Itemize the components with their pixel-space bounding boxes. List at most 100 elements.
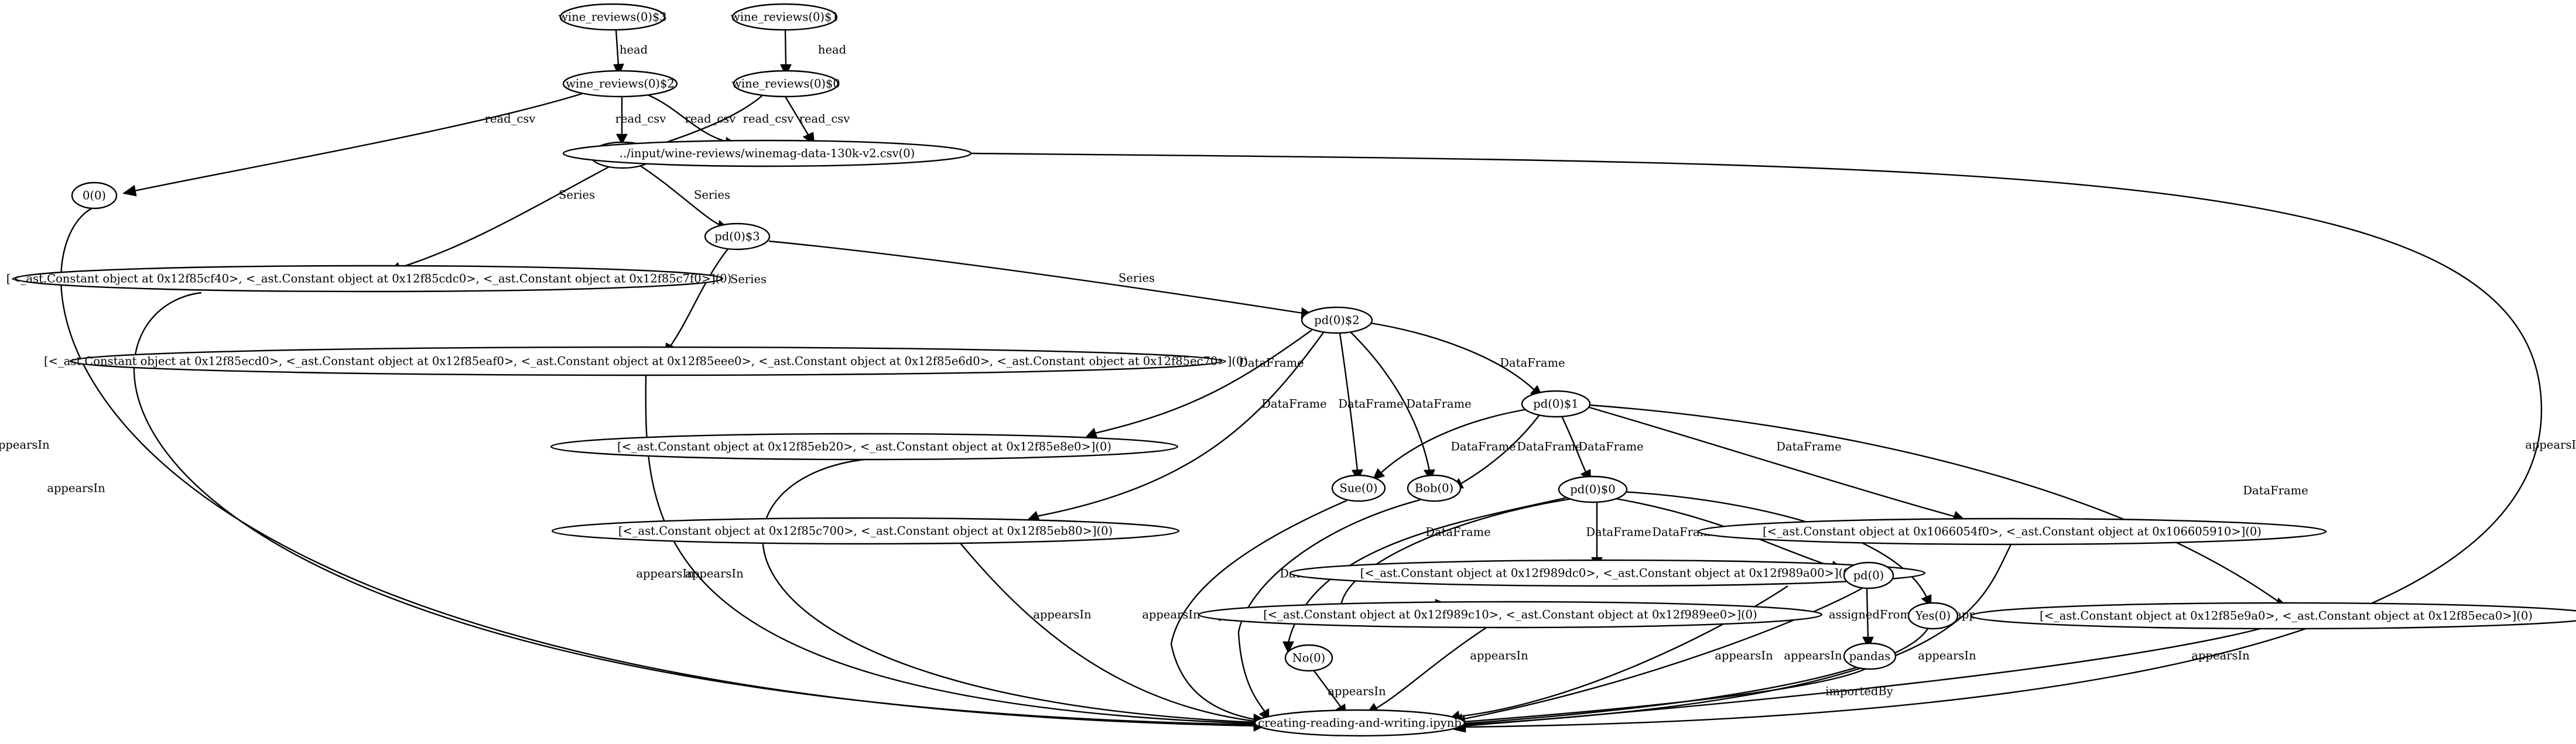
node-wr0[interactable]: wine_reviews(0)$0 xyxy=(731,70,840,98)
edge-line xyxy=(1350,331,1431,471)
edge-label-head: head xyxy=(620,43,648,57)
node-shape xyxy=(1407,474,1462,502)
node-label: pd(0)$2 xyxy=(1314,314,1359,327)
node-list6[interactable]: [<_ast.Constant object at 0x12f85ecd0>, … xyxy=(44,346,1248,376)
edge-label-series: Series xyxy=(1118,272,1155,285)
edge-pd1-to-listC: DataFrame xyxy=(1589,406,1966,523)
node-label: wine_reviews(0)$1 xyxy=(730,11,839,24)
edge-line xyxy=(1561,416,1587,472)
node-shape xyxy=(1843,561,1894,589)
edge-listF-to-nb: appearsIn xyxy=(1453,628,2261,732)
node-wr1[interactable]: wine_reviews(0)$1 xyxy=(730,3,839,31)
arrowhead xyxy=(613,63,624,77)
edge-line xyxy=(1463,544,2012,726)
edge-label-read-csv: read_csv xyxy=(799,112,850,126)
edge-pd2-to-pd1: DataFrame xyxy=(1370,322,1565,397)
node-pd2[interactable]: pd(0)$2 xyxy=(1301,306,1373,334)
edge-line xyxy=(1313,670,1342,708)
edge-label-appearsin: appearsIn xyxy=(685,567,744,581)
edge-line xyxy=(639,164,722,227)
edge-label-read-csv: read_csv xyxy=(485,112,536,126)
node-wr3[interactable]: wine_reviews(0)$3 xyxy=(558,3,667,31)
node-label: pd(0)$0 xyxy=(1570,483,1615,496)
node-listF[interactable]: [<_ast.Constant object at 0x12f85e9a0>, … xyxy=(1970,602,2576,630)
node-pd0[interactable]: pd(0)$0 xyxy=(1558,475,1628,503)
node-nb[interactable]: creating-reading-and-writing.ipynb xyxy=(1254,709,1466,737)
node-shape xyxy=(1301,306,1373,334)
node-label: pandas xyxy=(1849,650,1891,663)
edge-pd0-to-listE: DataFrame xyxy=(1340,498,1573,611)
edge-line xyxy=(134,92,583,192)
node-label: [<_ast.Constant object at 0x12f85c700>, … xyxy=(618,524,1113,538)
node-yes[interactable]: Yes(0) xyxy=(1907,602,1959,630)
node-listB[interactable]: [<_ast.Constant object at 0x12f85c700>, … xyxy=(551,517,1180,545)
edge-pd2-to-listB: DataFrame xyxy=(1027,332,1327,522)
edge-line xyxy=(1370,322,1535,390)
nodes-layer: wine_reviews(0)$3 wine_reviews(0)$1 wine_r… xyxy=(6,3,2576,737)
node-shape xyxy=(1289,559,1926,587)
edge-label-appearsin: appearsIn xyxy=(2525,438,2576,452)
edge-label-head: head xyxy=(818,43,846,57)
edge-line xyxy=(1339,332,1359,471)
edge-line xyxy=(1376,626,1488,709)
node-pd[interactable]: pd(0) xyxy=(1843,561,1894,589)
node-listE[interactable]: [<_ast.Constant object at 0x12f989c10>, … xyxy=(1198,601,1823,629)
node-label: 0(0) xyxy=(83,189,106,203)
edge-line xyxy=(1589,406,1956,518)
node-list3[interactable]: [<_ast.Constant object at 0x12f85cf40>, … xyxy=(6,265,731,293)
node-pandas[interactable]: pandas xyxy=(1843,642,1897,670)
edge-line xyxy=(647,94,730,143)
edge-line xyxy=(768,240,1304,314)
arrowhead xyxy=(122,184,137,197)
edge-label-appearsin: appearsIn xyxy=(2191,649,2250,663)
edge-line xyxy=(784,96,809,135)
edge-pd3-to-list6: Series xyxy=(665,248,767,355)
node-shape xyxy=(1558,475,1628,503)
node-csv[interactable]: ../input/wine-reviews/winemag-data-130k-… xyxy=(562,139,972,167)
node-shape xyxy=(1697,517,2327,546)
edge-label-appearsin: appearsIn xyxy=(1142,608,1200,622)
edge-label-dataframe: DataFrame xyxy=(1586,526,1651,539)
edge-line xyxy=(1589,404,2281,604)
node-pd1[interactable]: pd(0)$1 xyxy=(1521,390,1591,418)
edge-line xyxy=(960,543,1255,722)
edge-line xyxy=(1463,628,2261,727)
edge-label-appearsin: appearsIn xyxy=(47,482,105,495)
node-label: Bob(0) xyxy=(1415,482,1453,495)
edge-label-appearsin: appearsIn xyxy=(1470,649,1528,663)
node-listA[interactable]: [<_ast.Constant object at 0x12f85eb20>, … xyxy=(550,433,1179,461)
edge-pd3-to-pd2: Series xyxy=(768,240,1314,319)
edge-label-dataframe: DataFrame xyxy=(1338,397,1403,411)
edge-wr2-to-zero: read_csv xyxy=(122,92,583,197)
edge-line xyxy=(398,166,610,269)
edge-label-dataframe: DataFrame xyxy=(1406,397,1471,411)
node-shape xyxy=(1843,642,1897,670)
node-pd3[interactable]: pd(0)$3 xyxy=(704,222,771,251)
edge-line xyxy=(60,206,1255,727)
node-label: wine_reviews(0)$3 xyxy=(558,11,667,24)
edge-wr1-to-wr0: head xyxy=(780,29,846,77)
edge-line xyxy=(1463,628,1929,725)
node-label: wine_reviews(0)$0 xyxy=(731,77,840,91)
edge-label-dataframe: DataFrame xyxy=(1425,526,1490,539)
edge-pd0-to-yes: DataFrame xyxy=(1621,491,1932,607)
edge-csv-to-nb: appearsIn xyxy=(970,152,2576,733)
node-sue[interactable]: Sue(0) xyxy=(1331,474,1386,502)
node-label: wine_reviews(0)$2 xyxy=(566,77,675,91)
node-bob[interactable]: Bob(0) xyxy=(1407,474,1462,502)
node-listC[interactable]: [<_ast.Constant object at 0x1066054f0>, … xyxy=(1697,517,2327,546)
edge-line xyxy=(1170,499,1347,721)
edge-label-series: Series xyxy=(559,188,595,202)
node-wr2[interactable]: wine_reviews(0)$2 xyxy=(562,70,678,98)
edge-wr2-to-pd4: read_csv xyxy=(615,97,666,145)
node-shape xyxy=(71,181,118,210)
node-zero[interactable]: 0(0) xyxy=(71,181,118,210)
edge-line xyxy=(133,292,1255,726)
edge-label-appearsin: appearsIn xyxy=(1715,649,1773,663)
node-label: [<_ast.Constant object at 0x12f85cf40>, … xyxy=(6,272,731,286)
edge-label-dataframe: DataFrame xyxy=(1451,440,1516,454)
node-no[interactable]: No(0) xyxy=(1284,644,1333,672)
node-listD[interactable]: [<_ast.Constant object at 0x12f989dc0>, … xyxy=(1289,559,1926,587)
arrowhead xyxy=(616,133,628,145)
node-shape xyxy=(559,3,666,31)
